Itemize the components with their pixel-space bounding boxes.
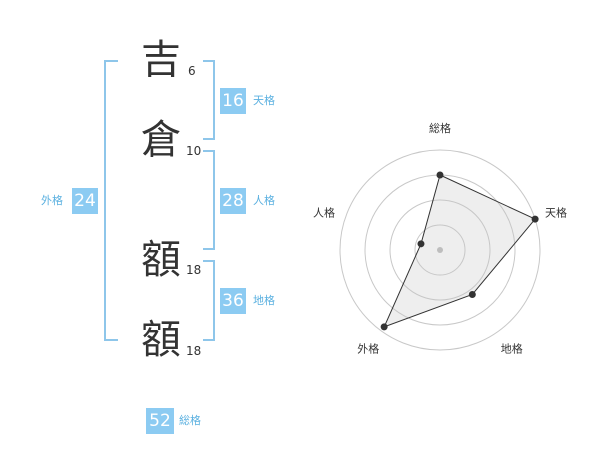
radar-area xyxy=(383,174,536,328)
radar-point-3 xyxy=(468,290,476,298)
tenkaku-bracket xyxy=(203,60,215,140)
radar-center xyxy=(437,247,443,253)
radar-axis-label-2: 天格 xyxy=(545,205,567,219)
gaikaku-value: 24 xyxy=(72,188,98,214)
radar-axis-label-3: 地格 xyxy=(501,342,523,356)
radar-point-4 xyxy=(380,323,388,331)
stroke-count-1: 6 xyxy=(188,64,196,78)
radar-ring-2 xyxy=(389,199,491,301)
radar-point-2 xyxy=(531,215,539,223)
radar-point-5 xyxy=(417,240,425,248)
name-char-4: 額 xyxy=(141,317,181,363)
jinkaku-bracket xyxy=(203,150,215,250)
stroke-count-2: 10 xyxy=(186,144,202,158)
tenkaku-value: 16 xyxy=(220,88,246,114)
radar-ring-1 xyxy=(414,224,466,276)
gaikaku-bracket xyxy=(104,60,118,341)
tenkaku-label: 天格 xyxy=(253,94,275,107)
radar-ring-4 xyxy=(339,149,541,351)
radar-axis-label-1: 総格 xyxy=(429,121,451,135)
name-char-1: 吉 xyxy=(141,37,181,83)
radar-axis-label-4: 外格 xyxy=(357,342,379,356)
stroke-count-4: 18 xyxy=(186,344,202,358)
radar-point-1 xyxy=(436,171,444,179)
soukaku-label: 総格 xyxy=(179,414,201,427)
chikaku-bracket xyxy=(203,260,215,341)
name-char-2: 倉 xyxy=(141,117,181,163)
chikaku-label: 地格 xyxy=(253,294,275,307)
soukaku-value: 52 xyxy=(146,408,174,434)
jinkaku-value: 28 xyxy=(220,188,246,214)
gaikaku-label: 外格 xyxy=(41,194,63,207)
radar-axis-label-5: 人格 xyxy=(313,205,335,219)
jinkaku-label: 人格 xyxy=(253,194,275,207)
chikaku-value: 36 xyxy=(220,288,246,314)
stroke-count-3: 18 xyxy=(186,263,202,277)
name-char-3: 額 xyxy=(141,237,181,283)
